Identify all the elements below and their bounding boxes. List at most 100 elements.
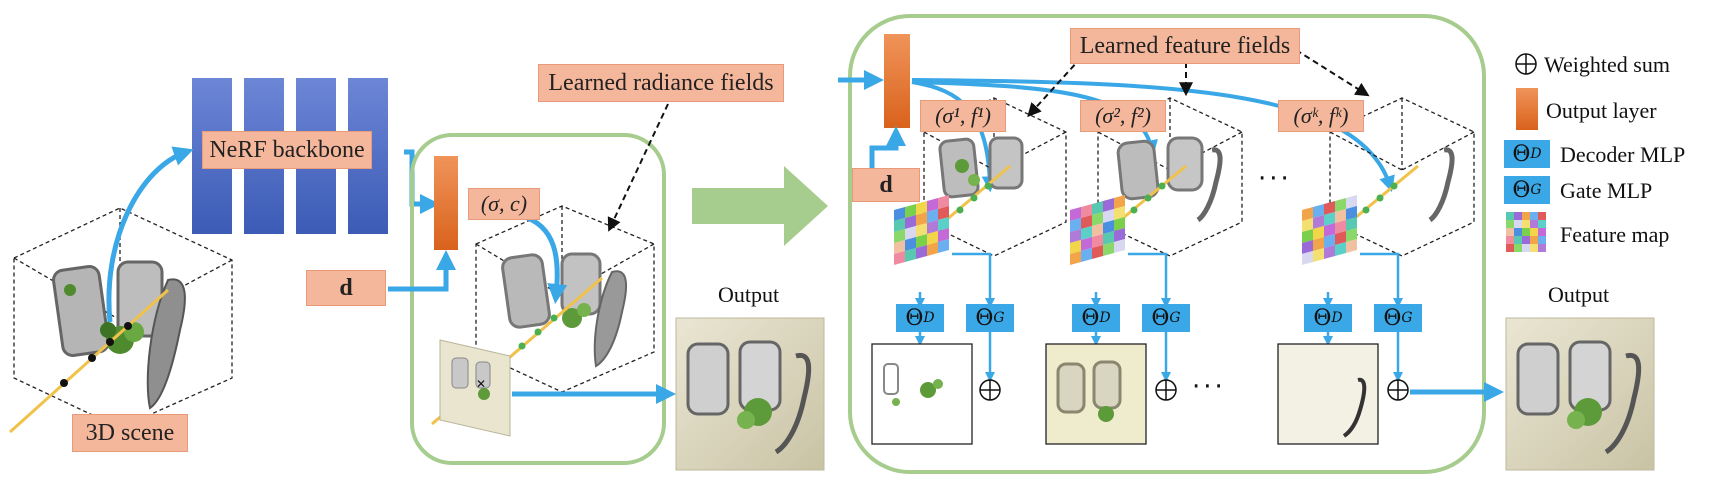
feature-map-cell [927,242,938,256]
scene-ray [8,288,170,434]
feature-map-cell [1324,234,1335,248]
feature-map-cell [916,245,927,259]
feature-map-cell [1070,240,1081,254]
direction-label-right: d [852,168,920,202]
field-label-2: (σ², f²) [1080,100,1166,132]
feature-fields-label: Learned feature fields [1070,28,1300,64]
legend-decoder-symbol: Θ [1512,141,1531,167]
feature-map-cell [1346,239,1357,253]
decoder-mlp-symbol: Θ [1081,305,1100,331]
sigma-c-label: (σ, c) [468,188,540,220]
feature-map-cell [1335,242,1346,256]
feature-map-cell [1103,231,1114,245]
feature-output-label: Output [1548,282,1610,307]
feature-map-cell [905,215,916,229]
feature-map-cell [1302,229,1313,243]
gate-mlp-symbol: Θ [1383,305,1402,331]
gate-mlp-subscript: G [1169,310,1181,326]
feature-map-cell [1103,209,1114,223]
feature-map-cell [1092,212,1103,226]
feature-panel [848,14,1486,474]
feature-map-cell [1335,231,1346,245]
nerf-image-plane: ✕ [439,339,511,437]
feature-map-cell [1506,244,1514,252]
feature-output-image [1505,317,1655,471]
feature-map-cell [894,251,905,265]
feature-map-cell [1070,229,1081,243]
feature-map-cell [1070,207,1081,221]
field-label-1: (σ¹, f¹) [920,100,1006,132]
feature-map-cell [1114,239,1125,253]
feature-output-layer [884,34,910,128]
feature-map-cell [1522,220,1530,228]
feature-map-cell [1103,198,1114,212]
decoded-image-k [1277,343,1379,445]
radiance-scene [501,252,628,368]
feature-map-cell [938,206,949,220]
feature-map-cell [1114,195,1125,209]
feature-map-cell [1114,217,1125,231]
feature-map-cell [1081,204,1092,218]
feature-map-cell [916,223,927,237]
gate-mlp-subscript: G [1401,310,1413,326]
feature-map-cell [1092,223,1103,237]
field-label-k: (σᵏ, fᵏ) [1278,100,1364,132]
feature-cube-2 [1097,97,1243,257]
legend-gate-label: Gate MLP [1560,178,1653,203]
feature-map-cell [1514,212,1522,220]
legend-decoder-label: Decoder MLP [1560,142,1686,167]
feature-map-cell [1313,204,1324,218]
feature-map-cell [1530,220,1538,228]
feature-map-cell [927,198,938,212]
feature-map-cell [1335,220,1346,234]
feature-map-cell [938,217,949,231]
legend-output-layer-label: Output layer [1546,98,1657,123]
feature-map-cell [1324,201,1335,215]
radiance-fields-pointer [607,103,669,232]
feature-map-cell [1538,228,1546,236]
feature-map-cell [938,195,949,209]
decoder-mlp-subscript: D [923,310,935,326]
feature-map-cell [1092,201,1103,215]
feature-map-cell [1103,242,1114,256]
feature-map-cell [1114,206,1125,220]
decoder-mlp-subscript: D [1331,310,1343,326]
feature-map-cell [1313,237,1324,251]
ellipsis-bottom: ··· [1192,372,1226,402]
legend-decoder-subscript: D [1530,146,1542,162]
feature-map-cell [1313,248,1324,262]
nerf-output-layer [434,156,458,250]
feature-map-cell [1530,244,1538,252]
feature-map-cell [1530,212,1538,220]
feature-map-cell [1302,251,1313,265]
feature-map-cell [1346,228,1357,242]
decoder-mlp-symbol: Θ [1313,305,1332,331]
feature-map-cell [1506,236,1514,244]
direction-label-left: d [306,270,386,306]
radiance-fields-label: Learned radiance fields [538,64,784,102]
feature-map-cell [1538,220,1546,228]
legend-weighted-sum-icon [1515,53,1537,75]
feature-map-cell [1506,228,1514,236]
feature-map-cell [905,248,916,262]
feature-map-cell [1103,220,1114,234]
feature-map-cell [1335,198,1346,212]
feature-map-cell [894,240,905,254]
weighted-sum-symbols [979,379,1409,401]
legend-gate-symbol: Θ [1512,177,1531,203]
feature-map-cell [905,226,916,240]
feature-map-cell [894,229,905,243]
fanout-arrow-3 [911,78,1395,193]
feature-map-cell [1506,212,1514,220]
feature-map-cell [1081,248,1092,262]
feature-map-cell [1346,217,1357,231]
feature-map-1 [894,195,949,265]
decoded-image-2 [1045,343,1147,445]
feature-map-cell [1522,236,1530,244]
